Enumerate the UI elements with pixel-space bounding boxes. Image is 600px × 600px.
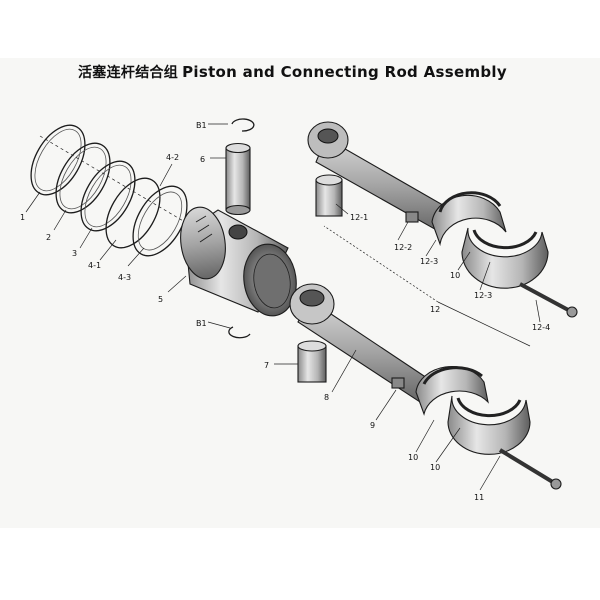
- title-english: Piston and Connecting Rod Assembly: [182, 63, 507, 81]
- label-12-3-a: 12-3: [420, 257, 438, 266]
- label-10-lower-a: 10: [408, 453, 418, 462]
- piston-pin-bottom: [225, 204, 251, 216]
- piston-rings: [30, 124, 191, 257]
- nut-12-2: [405, 211, 419, 223]
- label-9: 9: [370, 421, 375, 430]
- ring-1: [30, 124, 86, 196]
- circlip-top: [231, 118, 255, 132]
- nut-9: [391, 377, 405, 389]
- connecting-rod-assembly-lower: [289, 283, 562, 490]
- piston-pin-group: [225, 118, 255, 339]
- label-12: 12: [430, 305, 440, 314]
- bolt-11-head: [550, 478, 562, 490]
- label-8: 8: [324, 393, 329, 402]
- label-4-2: 4-2: [166, 153, 179, 162]
- label-12-1: 12-1: [350, 213, 368, 222]
- title-chinese: 活塞连杆结合组: [78, 65, 179, 81]
- lower-rod-big-end: [415, 366, 489, 416]
- ring-2: [55, 142, 111, 214]
- label-b1-top: B1: [196, 121, 207, 130]
- piston-skirt-inner: [253, 253, 291, 309]
- label-10-upper: 10: [450, 271, 460, 280]
- upper-small-end-bore: [317, 128, 339, 144]
- lower-cap-bearing: [456, 397, 522, 418]
- ring-3: [80, 160, 136, 232]
- label-11: 11: [474, 493, 484, 502]
- ring-3-inner: [84, 164, 132, 228]
- bushing-12-1-top: [315, 174, 343, 186]
- label-2: 2: [46, 233, 51, 242]
- leader-lines: [25, 123, 541, 491]
- part-labels: 1 2 3 4-1 4-2 4-3 5 B1 6 B1 7 8 9 10 10 …: [20, 121, 550, 502]
- circlip-bottom: [228, 326, 251, 339]
- label-4-1: 4-1: [88, 261, 101, 270]
- label-1: 1: [20, 213, 25, 222]
- lower-small-end-bore: [299, 289, 325, 307]
- lower-cap-10: [447, 395, 531, 455]
- upper-cap-12-3: [461, 227, 549, 289]
- upper-bearing-shell: [438, 191, 502, 213]
- label-b1-bottom: B1: [196, 319, 207, 328]
- lower-bearing-shell: [422, 366, 483, 385]
- bushing-12-1: [315, 179, 343, 217]
- label-6: 6: [200, 155, 205, 164]
- label-12-4: 12-4: [532, 323, 550, 332]
- ring-4-3-inner: [137, 191, 183, 251]
- bolt-11: [498, 448, 558, 486]
- label-12-3-b: 12-3: [474, 291, 492, 300]
- bolt-12-4: [519, 282, 573, 314]
- label-3: 3: [72, 249, 77, 258]
- upper-cap-bearing: [472, 229, 538, 250]
- piston-crown: [180, 206, 226, 280]
- bushing-7-top: [297, 340, 327, 352]
- piston: [180, 206, 297, 317]
- ring-2-inner: [59, 146, 107, 210]
- label-4-3: 4-3: [118, 273, 131, 282]
- ring-1-inner: [34, 128, 82, 192]
- bushing-7: [297, 345, 327, 383]
- ring-grooves: [195, 215, 213, 243]
- label-7: 7: [264, 361, 269, 370]
- piston-pin: [225, 147, 251, 211]
- ring-4-3: [132, 185, 188, 257]
- connecting-rod-assembly-upper: [307, 121, 578, 318]
- ring-4-1: [105, 177, 161, 249]
- label-10-lower-b: 10: [430, 463, 440, 472]
- piston-pin-top: [225, 142, 251, 154]
- bolt-12-4-head: [566, 306, 578, 318]
- pin-boss: [228, 224, 248, 240]
- label-5: 5: [158, 295, 163, 304]
- label-12-2: 12-2: [394, 243, 412, 252]
